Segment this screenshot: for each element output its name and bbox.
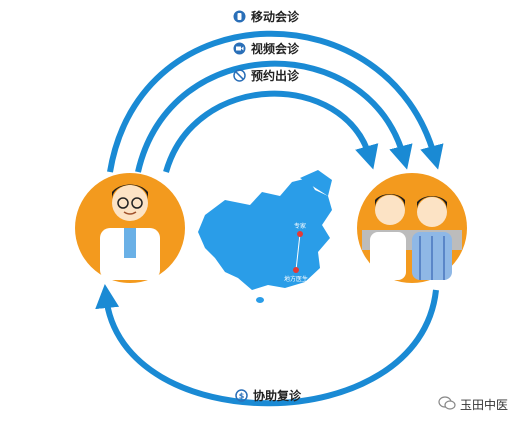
mobile-consult-label: 移动会诊 [233, 8, 299, 25]
no-entry-icon [233, 69, 246, 82]
arc-followup [95, 284, 439, 407]
map-expert-label: 专家 [294, 222, 306, 230]
appointment-text: 预约出诊 [251, 69, 300, 83]
mobile-consult-text: 移动会诊 [251, 10, 300, 24]
video-consult-label: 视频会诊 [233, 40, 299, 57]
followup-text: 协助复诊 [253, 389, 302, 403]
patients-illustration [357, 173, 467, 283]
arc-video-consult [135, 60, 413, 173]
arc-mobile-consult [107, 30, 444, 173]
expert-marker [297, 231, 303, 237]
followup-label: $ 协助复诊 [235, 387, 301, 404]
watermark: 玉田中医 [438, 396, 508, 413]
doctor-illustration [75, 173, 185, 283]
svg-text:$: $ [239, 392, 245, 401]
wechat-icon [438, 396, 456, 413]
map-connection-line [295, 233, 301, 271]
arc-appointment [163, 90, 379, 173]
phone-icon [233, 10, 246, 23]
china-map: 专家 地方医生 [198, 170, 332, 303]
video-icon [233, 42, 246, 55]
dollar-icon: $ [235, 389, 248, 402]
appointment-label: 预约出诊 [233, 67, 299, 84]
video-consult-text: 视频会诊 [251, 42, 300, 56]
map-grassroots-label: 地方医生 [284, 275, 308, 283]
watermark-text: 玉田中医 [460, 398, 509, 412]
grassroots-marker [293, 267, 299, 273]
